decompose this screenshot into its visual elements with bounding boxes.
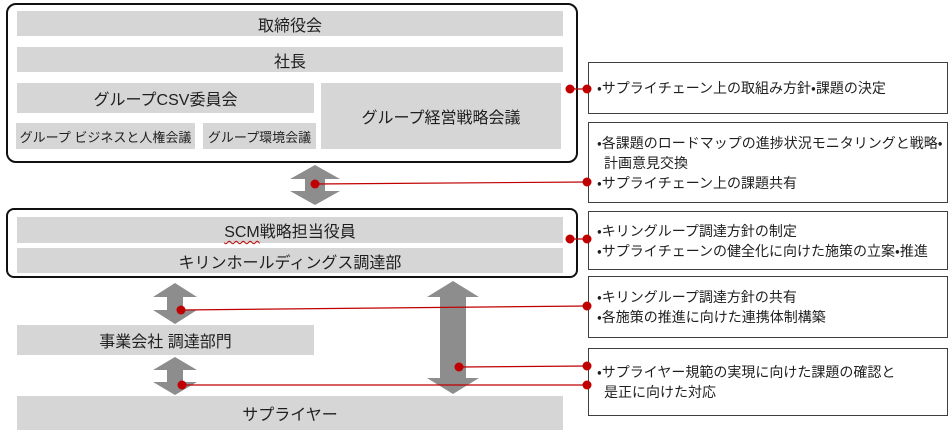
double-arrow-icon-scm-supplier xyxy=(427,281,479,394)
connector-line xyxy=(180,305,588,311)
connector-dot xyxy=(177,380,187,390)
president-bar: 社長 xyxy=(17,47,563,72)
scm-officer-label-highlight: SCM xyxy=(224,224,260,241)
governance-frame xyxy=(6,3,578,163)
scm-officer-bar: SCM戦略担当役員 xyxy=(17,217,563,243)
holdings-procurement-label: キリンホールディングス調達部 xyxy=(178,254,402,272)
note-line: 計画意見交換 xyxy=(604,154,688,171)
holdings-procurement-bar: キリンホールディングス調達部 xyxy=(17,248,563,273)
scm-officer-label-rest: 戦略担当役員 xyxy=(259,224,356,241)
connector-dot xyxy=(454,362,464,372)
connector-dot xyxy=(310,179,320,189)
supplier-label: サプライヤー xyxy=(242,407,338,424)
note-line: ・サプライヤー規範の実現に向けた課題の確認と xyxy=(597,364,896,380)
note-line: ・サプライチェーン上の取組み方針・課題の決定 xyxy=(597,80,886,96)
board-of-directors-label: 取締役会 xyxy=(257,17,322,35)
scm-officer-label: SCM戦略担当役員 xyxy=(224,218,356,242)
note-line: ・各施策の推進に向けた連携体制構築 xyxy=(597,309,826,325)
scm-frame xyxy=(6,208,578,278)
double-arrow-icon-scm-operating xyxy=(153,283,197,324)
operating-company-procurement-label: 事業会社 調達部門 xyxy=(99,334,232,351)
management-strategy-meeting-box: グループ経営戦略会議 xyxy=(321,83,561,149)
note-roadmap-monitoring: ・各課題のロードマップの進捗状況モニタリングと戦略・ 計画意見交換 ・サプライチ… xyxy=(588,122,948,203)
note-line: ・キリングループ調達方針の制定 xyxy=(597,222,797,239)
board-of-directors-bar: 取締役会 xyxy=(17,11,563,36)
note-line: ・サプライチェーンの健全化に向けた施策の立案・推進 xyxy=(597,242,928,259)
note-line: ・キリングループ調達方針の共有 xyxy=(597,289,797,305)
note-line: ・各課題のロードマップの進捗状況モニタリングと戦略・ xyxy=(597,134,943,151)
note-supplier-code: ・サプライヤー規範の実現に向けた課題の確認と 是正に向けた対応 xyxy=(588,348,948,416)
csv-committee-label: グループCSV委員会 xyxy=(93,92,238,109)
note-line: ・サプライチェーン上の課題共有 xyxy=(597,174,798,191)
environment-meeting-bar: グループ環境会議 xyxy=(203,123,316,149)
note-procurement-policy-enactment: ・キリングループ調達方針の制定 ・サプライチェーンの健全化に向けた施策の立案・推… xyxy=(588,211,948,270)
connector-line xyxy=(314,181,588,185)
double-arrow-icon-operating-supplier xyxy=(153,357,197,395)
note-policy-sharing: ・キリングループ調達方針の共有 ・各施策の推進に向けた連携体制構築 xyxy=(588,276,948,338)
note-policy-decision: ・サプライチェーン上の取組み方針・課題の決定 xyxy=(588,62,948,114)
double-arrow-icon-governance-scm xyxy=(290,165,340,205)
csv-committee-bar: グループCSV委員会 xyxy=(17,83,314,113)
connector-dot xyxy=(176,305,186,315)
supplier-bar: サプライヤー xyxy=(17,396,563,430)
connector-line xyxy=(458,365,588,368)
business-human-rights-meeting-label: グループ ビジネスと人権会議 xyxy=(19,129,192,145)
president-label: 社長 xyxy=(273,53,306,71)
business-human-rights-meeting-bar: グループ ビジネスと人権会議 xyxy=(16,123,195,149)
note-line: 是正に向けた対応 xyxy=(604,384,716,400)
operating-company-procurement-bar: 事業会社 調達部門 xyxy=(17,325,314,355)
environment-meeting-label: グループ環境会議 xyxy=(207,129,312,145)
management-strategy-meeting-label: グループ経営戦略会議 xyxy=(361,110,521,127)
